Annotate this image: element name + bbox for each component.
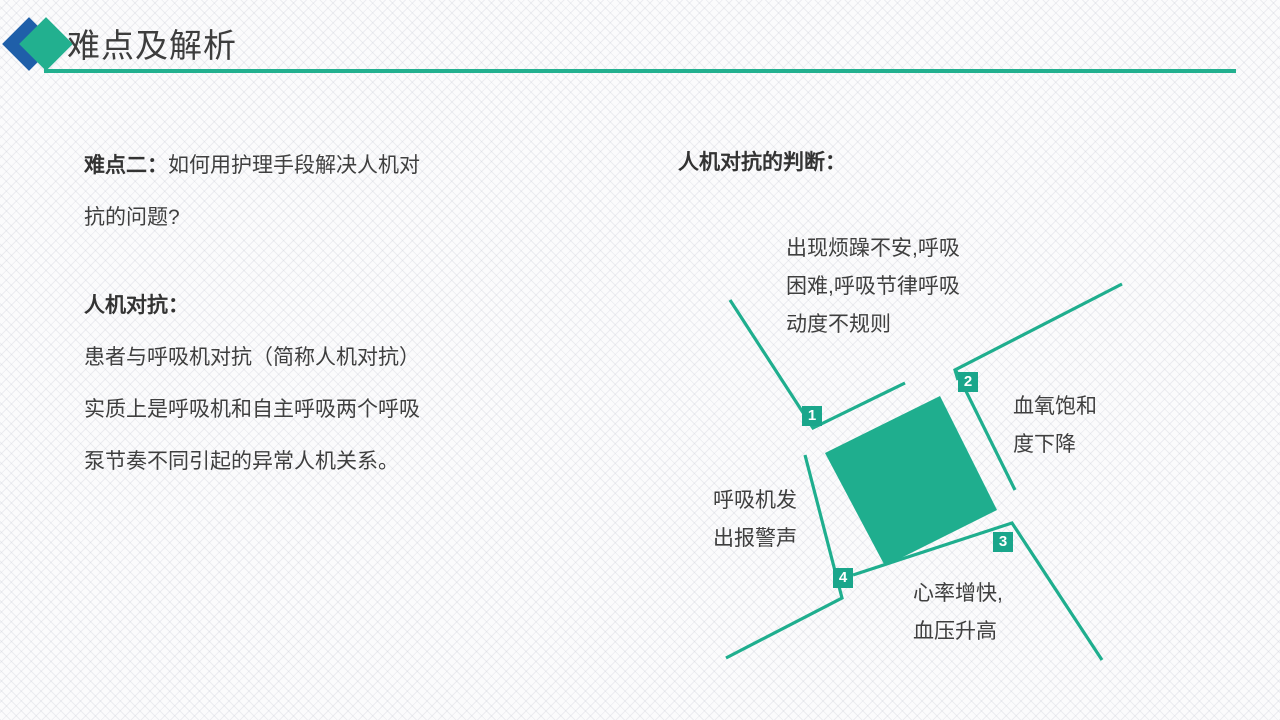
diagram-badge-2: 2: [958, 372, 978, 392]
diagram-label-4-line-1: 呼吸机发: [713, 489, 797, 512]
right-text-column: 人机对抗的判断：: [678, 140, 1238, 186]
judgement-diagram: 出现烦躁不安,呼吸 困难,呼吸节律呼吸 动度不规则 血氧饱和 度下降 心率增快,…: [690, 220, 1160, 690]
page-title: 难点及解析: [67, 27, 237, 64]
diagram-label-1: 出现烦躁不安,呼吸 困难,呼吸节律呼吸 动度不规则: [786, 230, 960, 344]
difficulty-question-text: 如何用护理手段解决人机对: [168, 154, 420, 177]
concept-line-1: 患者与呼吸机对抗（简称人机对抗）: [84, 346, 420, 369]
difficulty-question-line-2: 抗的问题?: [84, 206, 180, 229]
diagram-badge-3: 3: [993, 532, 1013, 552]
diagram-label-1-line-2: 困难,呼吸节律呼吸: [786, 275, 960, 298]
chevron-2-upper: [953, 282, 1123, 381]
concept-block: 人机对抗： 患者与呼吸机对抗（简称人机对抗） 实质上是呼吸机和自主呼吸两个呼吸 …: [84, 280, 554, 488]
diagram-label-4: 呼吸机发 出报警声: [713, 482, 797, 558]
diagram-label-1-line-3: 动度不规则: [786, 313, 891, 336]
diagram-badge-1: 1: [802, 406, 822, 426]
concept-line-2: 实质上是呼吸机和自主呼吸两个呼吸: [84, 398, 420, 421]
diagram-label-3-line-2: 血压升高: [913, 620, 997, 643]
diagram-label-2: 血氧饱和 度下降: [1013, 388, 1097, 464]
diagram-label-3: 心率增快, 血压升高: [913, 575, 1003, 651]
concept-line-3: 泵节奏不同引起的异常人机关系。: [84, 450, 399, 473]
concept-heading: 人机对抗：: [84, 294, 189, 317]
diagram-badge-4: 4: [833, 568, 853, 588]
diagram-label-2-line-2: 度下降: [1013, 433, 1076, 456]
left-text-column: 难点二：如何用护理手段解决人机对 抗的问题? 人机对抗： 患者与呼吸机对抗（简称…: [84, 140, 554, 488]
judgement-heading: 人机对抗的判断：: [678, 151, 846, 174]
slide-header: 难点及解析: [0, 0, 1280, 80]
difficulty-label: 难点二：: [84, 154, 168, 177]
diagram-label-3-line-1: 心率增快,: [913, 582, 1003, 605]
diagram-label-1-line-1: 出现烦躁不安,呼吸: [786, 237, 960, 260]
difficulty-question-block: 难点二：如何用护理手段解决人机对 抗的问题?: [84, 140, 554, 244]
difficulty-question-line-1: 难点二：如何用护理手段解决人机对: [84, 140, 554, 192]
diagram-label-2-line-1: 血氧饱和: [1013, 395, 1097, 418]
header-divider: [44, 69, 1236, 73]
diagram-label-4-line-2: 出报警声: [713, 527, 797, 550]
center-square-shape: [825, 396, 997, 566]
